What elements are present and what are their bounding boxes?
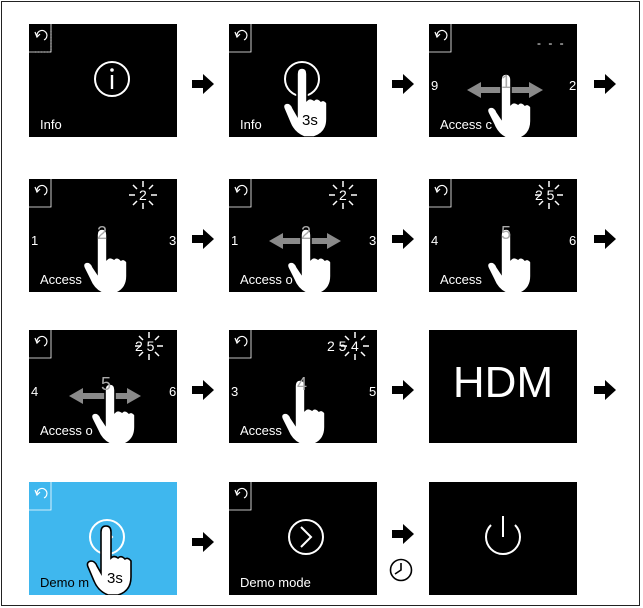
current-digit: 2 bbox=[97, 223, 108, 243]
screen-label: Access bbox=[240, 423, 282, 438]
blink-icon bbox=[535, 181, 563, 209]
next-digit: 6 bbox=[169, 384, 177, 399]
next-arrow bbox=[192, 380, 214, 400]
screen-hdm: HDM bbox=[429, 330, 577, 443]
back-icon bbox=[229, 330, 252, 359]
next-digit: 3 bbox=[369, 233, 377, 248]
next-arrow bbox=[594, 380, 616, 400]
next-arrow bbox=[594, 229, 616, 249]
hand-pointer-icon bbox=[82, 228, 128, 292]
current-digit: 5 bbox=[501, 223, 512, 243]
current-digit: 1 bbox=[501, 72, 512, 92]
prev-digit: 4 bbox=[31, 384, 39, 399]
hand-pointer-icon bbox=[86, 525, 132, 595]
current-digit: 4 bbox=[297, 374, 308, 394]
back-icon bbox=[229, 482, 252, 511]
hand-pointer-icon bbox=[282, 67, 328, 137]
screen-label: Access bbox=[40, 272, 82, 287]
screen-access-code-1: - - - 9 2 1 Access c bbox=[429, 24, 577, 137]
back-icon bbox=[429, 179, 452, 208]
screen-label: Info bbox=[240, 117, 262, 132]
blink-icon bbox=[129, 181, 157, 209]
screen-access-2-select: 2 1 3 2 Access bbox=[29, 179, 177, 292]
screen-label: Demo m bbox=[40, 575, 90, 590]
next-arrow bbox=[392, 74, 414, 94]
screen-access-5-swipe: 2 5 4 6 5 Access o bbox=[29, 330, 177, 443]
prev-digit: 3 bbox=[231, 384, 239, 399]
screen-label: Access o bbox=[40, 423, 93, 438]
hold-duration-label: 3s bbox=[107, 570, 123, 587]
blinking-digit: 4 bbox=[351, 338, 359, 354]
current-digit: 5 bbox=[101, 374, 112, 394]
code-entered: 2 5 bbox=[327, 338, 347, 354]
prev-digit: 1 bbox=[231, 233, 239, 248]
hand-pointer-icon bbox=[486, 73, 532, 137]
back-icon bbox=[429, 24, 452, 53]
next-arrow bbox=[192, 532, 214, 552]
back-icon bbox=[229, 179, 252, 208]
next-arrow bbox=[392, 229, 414, 249]
screen-access-5-select: 2 5 4 6 5 Access bbox=[429, 179, 577, 292]
prev-digit: 9 bbox=[431, 78, 439, 93]
back-icon bbox=[29, 24, 52, 53]
clock-icon bbox=[389, 558, 413, 582]
screen-label: Access c bbox=[440, 117, 493, 132]
screen-info: Info bbox=[29, 24, 177, 137]
back-icon bbox=[29, 330, 52, 359]
back-icon bbox=[29, 179, 52, 208]
blink-icon bbox=[135, 332, 163, 360]
screen-info-hold: Info 3s bbox=[229, 24, 377, 137]
next-digit: 5 bbox=[369, 384, 377, 399]
blink-icon bbox=[341, 332, 369, 360]
current-digit: 2 bbox=[301, 223, 312, 243]
hold-duration-label: 3s bbox=[302, 112, 318, 129]
next-arrow bbox=[594, 74, 616, 94]
info-icon bbox=[94, 61, 130, 97]
hand-pointer-icon bbox=[286, 228, 332, 292]
play-circle-icon bbox=[288, 519, 324, 555]
screen-label: Info bbox=[40, 117, 62, 132]
blinking-digit: 2 bbox=[139, 187, 147, 203]
next-arrow bbox=[392, 380, 414, 400]
hand-pointer-icon bbox=[486, 228, 532, 292]
back-icon bbox=[229, 24, 252, 53]
blinking-digit: 2 bbox=[339, 187, 347, 203]
screen-demo-mode-hold: Demo m 3s bbox=[29, 482, 177, 595]
prev-digit: 1 bbox=[31, 233, 39, 248]
blinking-digits: 2 5 bbox=[135, 338, 155, 354]
screen-power bbox=[429, 482, 577, 595]
next-arrow bbox=[192, 74, 214, 94]
screen-demo-mode: Demo mode bbox=[229, 482, 377, 595]
blinking-digits: 2 5 bbox=[535, 187, 555, 203]
hand-pointer-icon bbox=[90, 383, 136, 443]
prev-digit: 4 bbox=[431, 233, 439, 248]
next-digit: 6 bbox=[569, 233, 577, 248]
next-digit: 2 bbox=[569, 78, 577, 93]
screen-access-4-select: 2 5 4 3 5 4 Access bbox=[229, 330, 377, 443]
next-digit: 3 bbox=[169, 233, 177, 248]
code-display: - - - bbox=[537, 36, 566, 50]
next-arrow bbox=[392, 524, 414, 544]
power-icon bbox=[485, 516, 521, 556]
screen-label: Access o bbox=[240, 272, 293, 287]
blink-icon bbox=[329, 181, 357, 209]
next-arrow bbox=[192, 229, 214, 249]
screen-label: Demo mode bbox=[240, 575, 311, 590]
back-icon bbox=[29, 482, 52, 511]
hand-pointer-icon bbox=[280, 379, 326, 443]
hdm-title: HDM bbox=[452, 358, 554, 407]
screen-access-2-swipe: 2 1 3 2 Access o bbox=[229, 179, 377, 292]
screen-label: Access bbox=[440, 272, 482, 287]
